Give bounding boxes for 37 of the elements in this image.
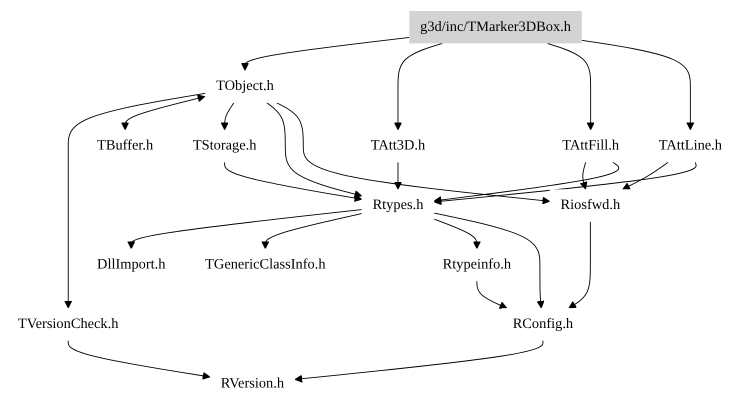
arrow [127, 209, 362, 250]
arrow [434, 162, 697, 206]
arrow [261, 213, 362, 250]
arrow [276, 102, 550, 204]
arrow [241, 36, 410, 71]
node-text: TStorage.h [192, 138, 256, 154]
node-text: TVersionCheck.h [18, 316, 118, 332]
node-text: Rtypes.h [372, 197, 424, 213]
arrow [546, 42, 595, 130]
arrow [434, 212, 544, 309]
arrow [581, 40, 694, 130]
node-text: TAttLine.h [658, 138, 722, 154]
arrow [434, 218, 481, 250]
node-text: TObject.h [216, 78, 274, 94]
node-text: TBuffer.h [97, 138, 154, 154]
arrow [476, 280, 508, 309]
node-text: RConfig.h [512, 316, 574, 332]
node-text: RVersion.h [220, 376, 284, 392]
arrow [266, 102, 362, 198]
node-box: g3d/inc/TMarker3DBox.h [409, 11, 582, 44]
arrow [394, 162, 402, 190]
arrow [568, 221, 591, 309]
arrow [220, 102, 234, 130]
arrow [294, 340, 544, 383]
arrow [434, 162, 620, 204]
arrow [64, 92, 206, 309]
node-text: TGenericClassInfo.h [205, 256, 326, 272]
node-text: Rtypeinfo.h [442, 256, 512, 272]
arrow [68, 340, 210, 380]
node-text: DllImport.h [97, 256, 166, 272]
arrow [121, 94, 206, 130]
arrow [394, 42, 443, 130]
arrow [622, 162, 669, 190]
arrow [224, 162, 362, 202]
node-text: TAtt3D.h [370, 138, 426, 154]
arrow [580, 162, 588, 190]
node-text: TAttFill.h [562, 138, 620, 154]
